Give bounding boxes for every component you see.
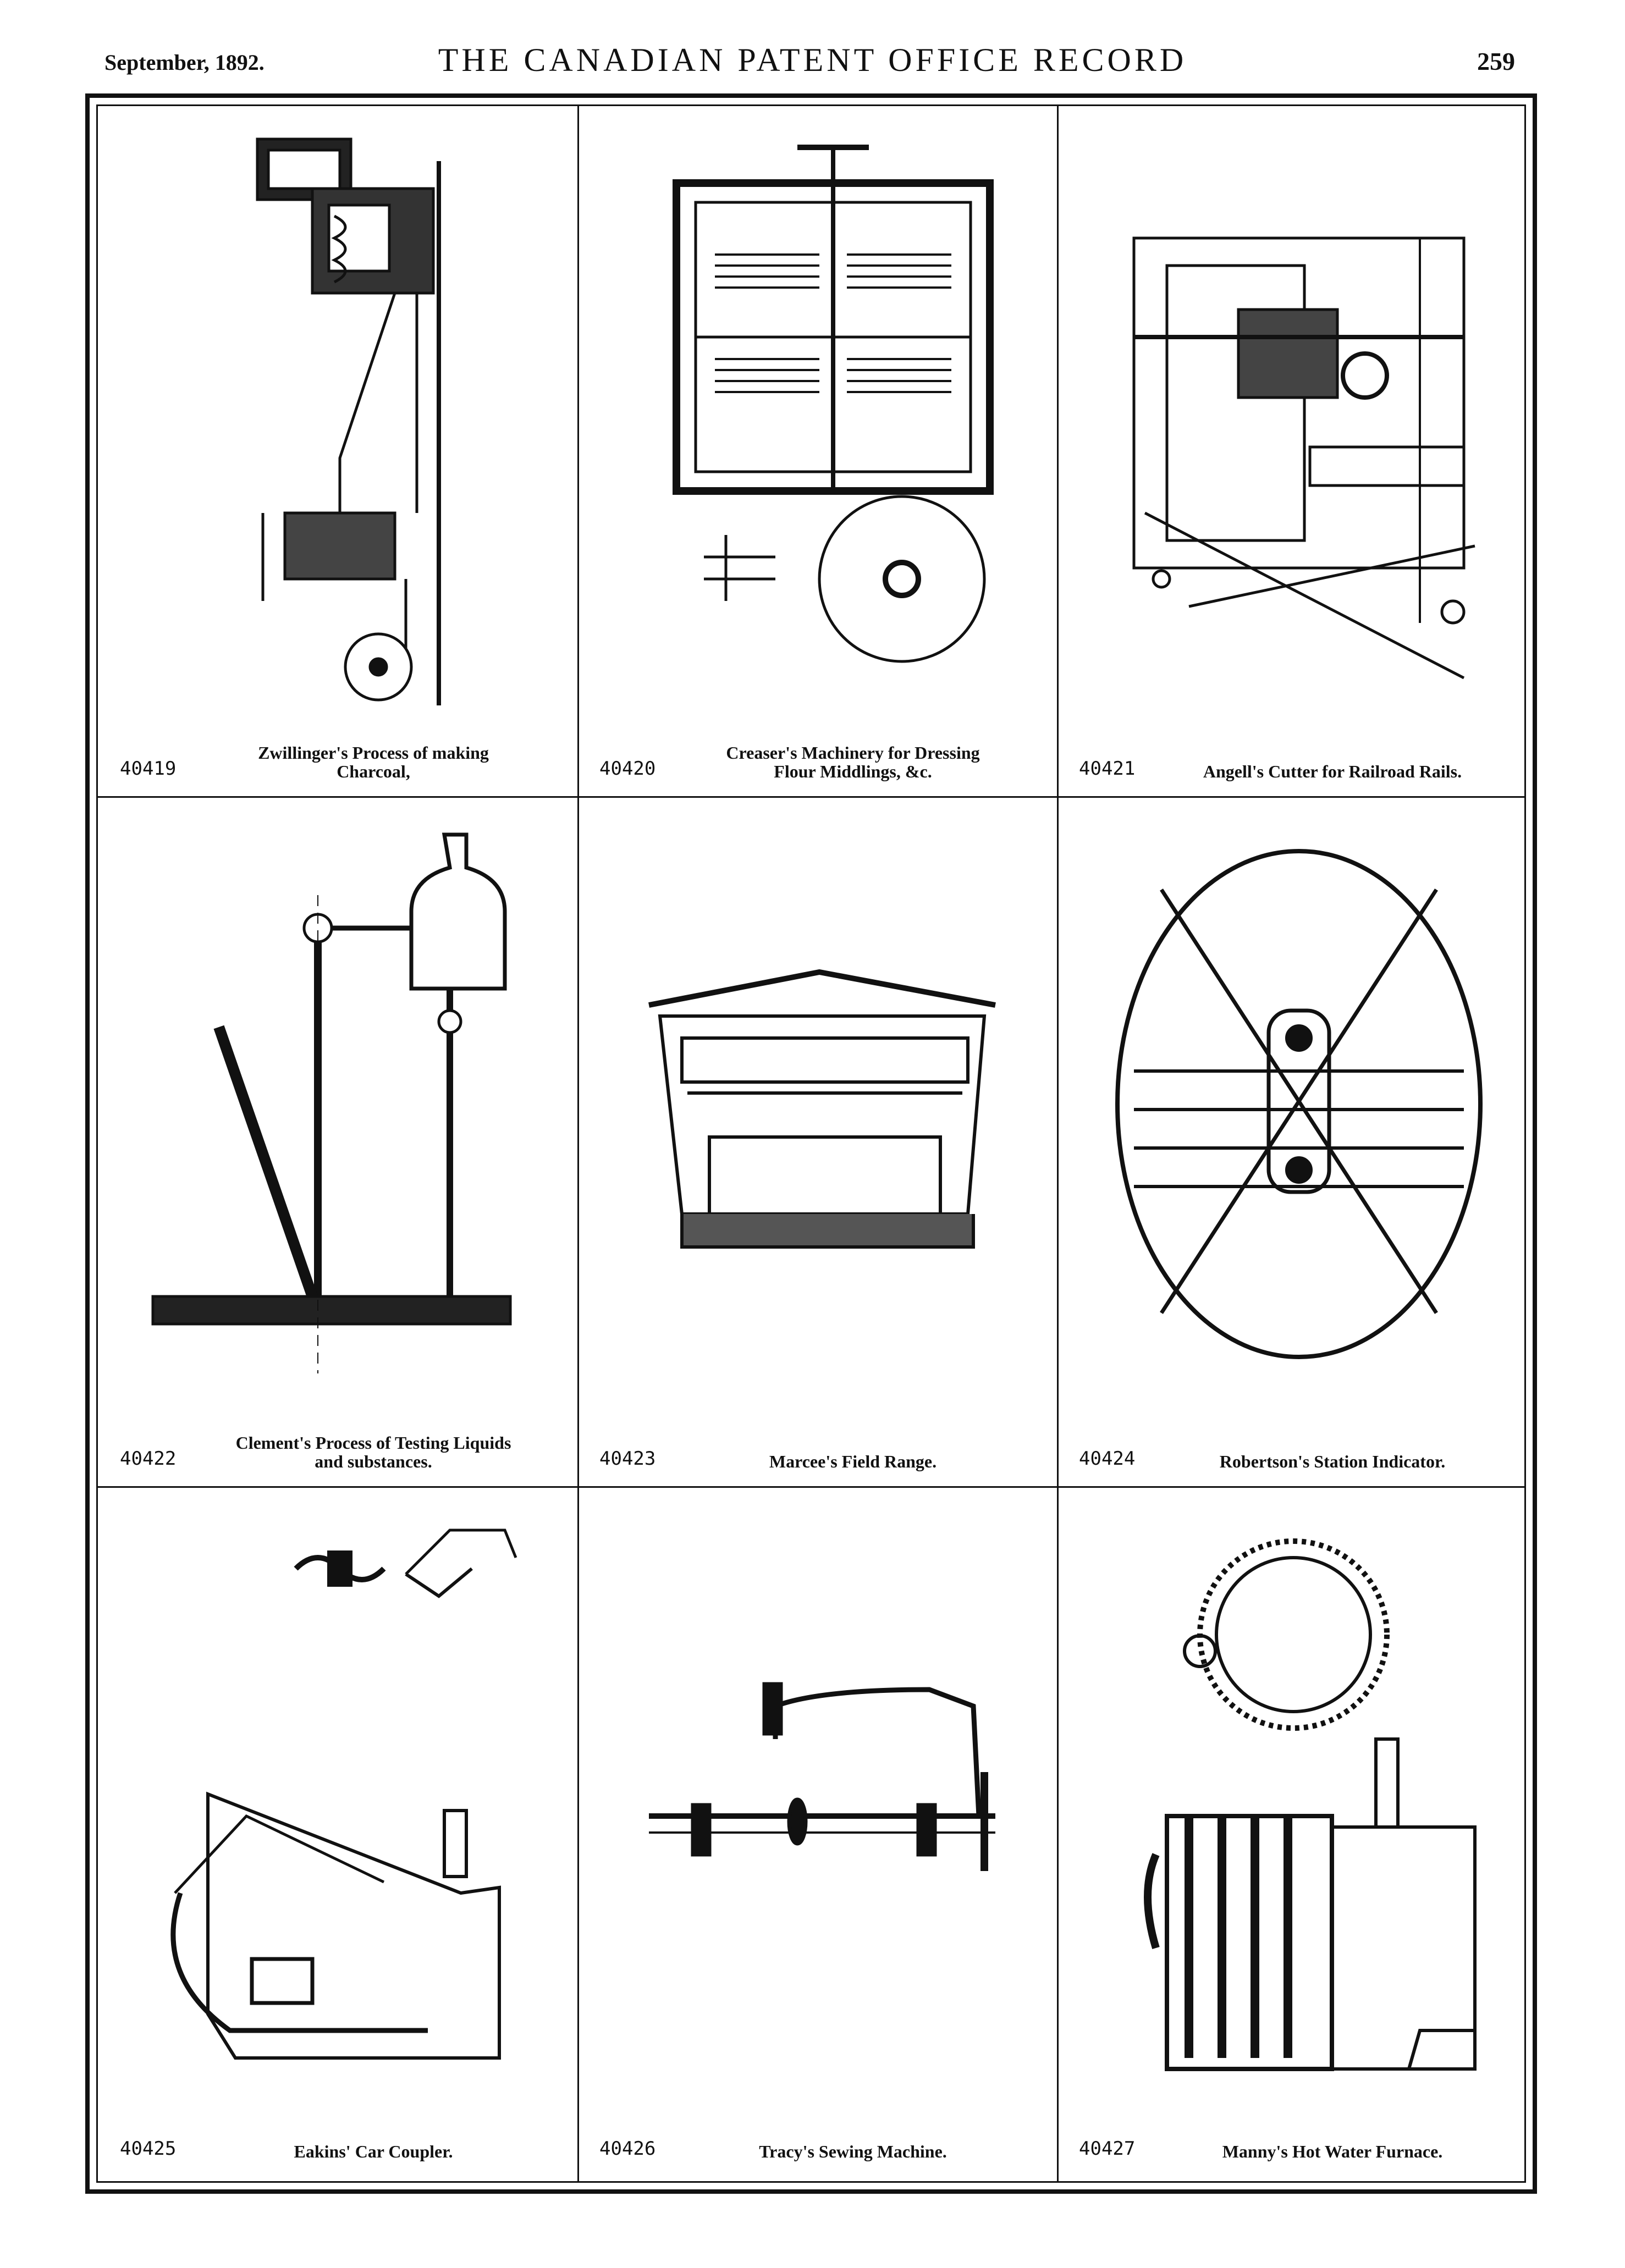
patent-drawing-car-coupler xyxy=(170,1528,517,2060)
patent-cell-40421: 40421 Angell's Cutter for Railroad Rails… xyxy=(1057,106,1536,796)
patent-number: 40427 xyxy=(1079,2138,1136,2160)
patent-title: Tracy's Sewing Machine. xyxy=(759,2142,947,2161)
patent-drawing-hot-water-furnace xyxy=(1144,1538,1477,2071)
patent-caption: 40424 Robertson's Station Indicator. xyxy=(1079,1415,1520,1475)
patent-drawing-station-indicator xyxy=(1115,849,1483,1359)
patent-drawing-rail-cutter xyxy=(1132,236,1475,680)
patent-cell-40423: 40423 Marcee's Field Range. xyxy=(577,796,1057,1486)
patent-number: 40420 xyxy=(599,758,656,780)
header-date: September, 1892. xyxy=(104,50,265,75)
patent-title: Eakins' Car Coupler. xyxy=(294,2142,453,2161)
patent-drawing-charcoal-apparatus xyxy=(256,137,441,705)
grid-divider xyxy=(1057,106,1059,2181)
grid-divider xyxy=(577,106,579,2181)
patent-cell-40425: 40425 Eakins' Car Coupler. xyxy=(98,1486,577,2176)
patent-caption: 40426 Tracy's Sewing Machine. xyxy=(599,2105,1040,2165)
patent-title: Angell's Cutter for Railroad Rails. xyxy=(1203,761,1462,781)
patent-cell-40426: 40426 Tracy's Sewing Machine. xyxy=(577,1486,1057,2176)
patent-number: 40421 xyxy=(1079,758,1136,780)
patent-caption: 40423 Marcee's Field Range. xyxy=(599,1415,1040,1475)
patent-caption: 40427 Manny's Hot Water Furnace. xyxy=(1079,2105,1520,2165)
patent-drawing-sewing-machine xyxy=(649,1682,995,1871)
patent-drawing-middlings-machine xyxy=(673,145,994,663)
patent-number: 40424 xyxy=(1079,1448,1136,1470)
patent-drawing-testing-apparatus xyxy=(151,832,512,1373)
patent-number: 40425 xyxy=(120,2138,177,2160)
patent-number: 40422 xyxy=(120,1448,177,1470)
patent-title: Manny's Hot Water Furnace. xyxy=(1222,2142,1443,2161)
patent-title: Robertson's Station Indicator. xyxy=(1219,1452,1446,1471)
patent-cell-40427: 40427 Manny's Hot Water Furnace. xyxy=(1057,1486,1536,2176)
patent-number: 40426 xyxy=(599,2138,656,2160)
grid-divider xyxy=(98,796,1524,798)
grid-divider xyxy=(98,1486,1524,1488)
patent-number: 40419 xyxy=(120,758,177,780)
patent-cell-40424: 40424 Robertson's Station Indicator. xyxy=(1057,796,1536,1486)
patent-cell-40422: 40422 Clement's Process of Testing Liqui… xyxy=(98,796,577,1486)
patent-caption: 40425 Eakins' Car Coupler. xyxy=(120,2105,561,2165)
patent-title: Marcee's Field Range. xyxy=(769,1452,937,1471)
patent-caption: 40421 Angell's Cutter for Railroad Rails… xyxy=(1079,725,1520,785)
page-number: 259 xyxy=(1477,47,1515,75)
patent-drawing-field-range xyxy=(648,969,996,1249)
patent-caption: 40422 Clement's Process of Testing Liqui… xyxy=(120,1415,561,1475)
patent-number: 40423 xyxy=(599,1448,656,1470)
page-title: THE CANADIAN PATENT OFFICE RECORD xyxy=(438,42,1187,78)
